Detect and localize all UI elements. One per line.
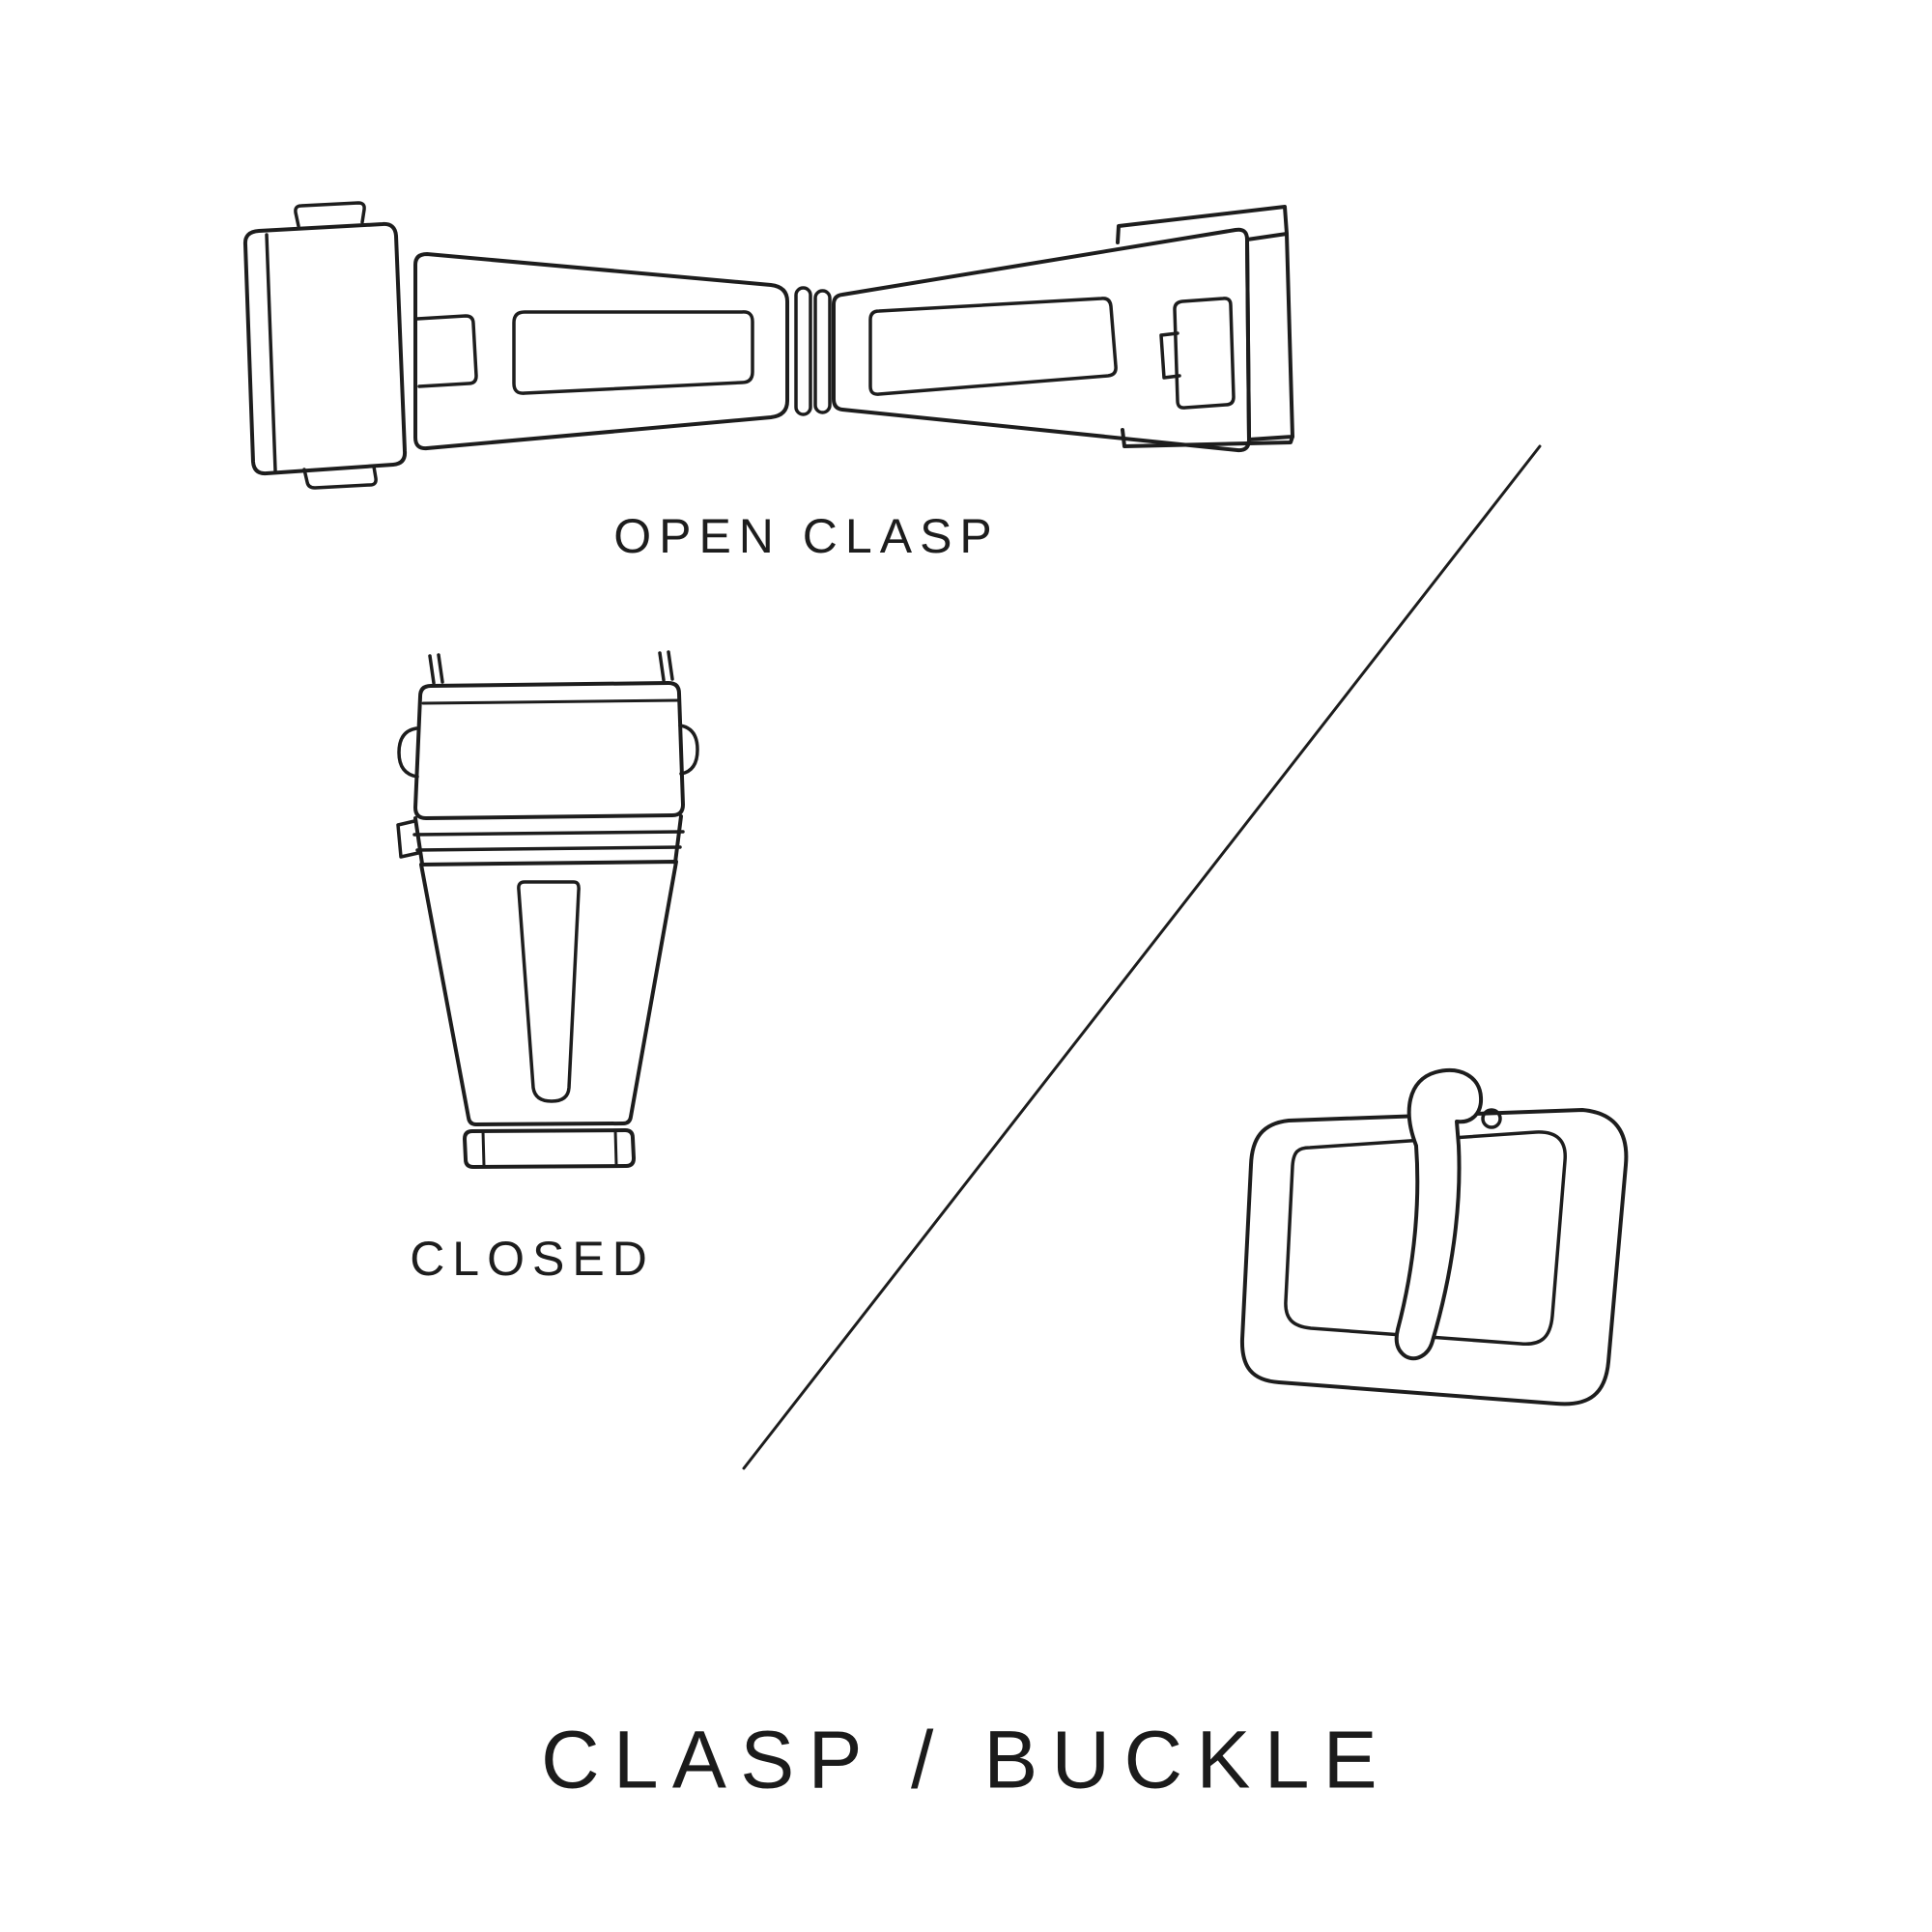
diagonal-divider-line [742, 444, 1542, 1470]
open-clasp-left-link [242, 221, 408, 476]
buckle-axle-ring [1481, 1108, 1502, 1129]
closed-clasp-end-bar [463, 1128, 636, 1169]
page-title: CLASP / BUCKLE [540, 1714, 1392, 1805]
open-clasp-left-arm [413, 252, 789, 451]
open-clasp-illustration [242, 201, 1294, 490]
open-clasp-hinge [794, 286, 812, 416]
closed-clasp-top-block [413, 681, 685, 820]
open-clasp-right-arm [832, 227, 1251, 453]
closed-clasp-body [419, 860, 678, 1126]
buckle-frame [1239, 1108, 1629, 1406]
closed-clasp-label: CLOSED [410, 1232, 655, 1286]
closed-clasp-illustration [396, 650, 699, 1169]
pin-buckle-illustration [1239, 1068, 1629, 1406]
buckle-tongue [1394, 1068, 1484, 1361]
open-clasp-label: OPEN CLASP [613, 509, 1000, 563]
